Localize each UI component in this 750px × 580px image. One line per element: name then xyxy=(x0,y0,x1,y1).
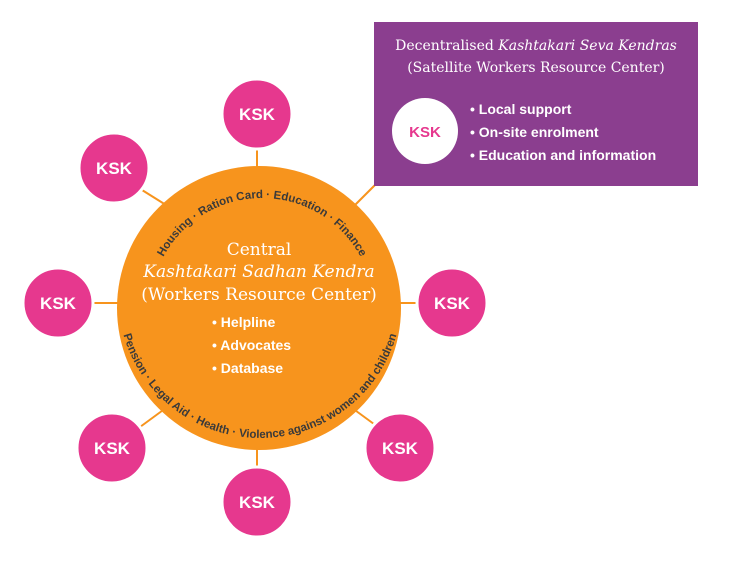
ksk-node-left: KSK xyxy=(21,266,95,340)
ksk-node-lower-left-circle xyxy=(75,411,149,485)
ksk-node-left-circle xyxy=(21,266,95,340)
ksk-node-left-label: KSK xyxy=(40,294,77,313)
hub-circle xyxy=(117,166,401,450)
ksk-node-right: KSK xyxy=(415,266,489,340)
satellite-bullet-3: • Education and information xyxy=(470,147,656,163)
hub-bullet-1-text: Helpline xyxy=(221,314,276,330)
ksk-node-bottom-circle xyxy=(220,465,294,539)
hub-bullet-2: • Advocates xyxy=(212,337,291,353)
ksk-node-upper-left-label: KSK xyxy=(96,159,133,178)
satellite-panel: Decentralised Kashtakari Seva Kendras (S… xyxy=(374,22,698,186)
satellite-panel-subtitle: (Satellite Workers Resource Center) xyxy=(407,60,665,76)
ksk-node-lower-right-circle xyxy=(363,411,437,485)
satellite-ksk-circle xyxy=(392,98,458,164)
ksk-node-lower-left-label: KSK xyxy=(94,439,131,458)
ksk-node-lower-right-label: KSK xyxy=(382,439,419,458)
ksk-node-lower-right: KSK xyxy=(363,411,437,485)
ksk-node-bottom: KSK xyxy=(220,465,294,539)
satellite-bullet-3-text: Education and information xyxy=(479,147,656,163)
hub-title-line2: Kashtakari Sadhan Kendra xyxy=(142,262,374,282)
ksk-node-bottom-label: KSK xyxy=(239,493,276,512)
satellite-bullet-1-text: Local support xyxy=(479,101,572,117)
hub-bullet-3-text: Database xyxy=(221,360,283,376)
central-hub: Housing · Ration Card · Education · Fina… xyxy=(117,166,401,450)
hub-bullet-2-text: Advocates xyxy=(220,337,291,353)
hub-bullet-1: • Helpline xyxy=(212,314,275,330)
ksk-node-right-circle xyxy=(415,266,489,340)
hub-title-line1: Central xyxy=(227,240,292,260)
ksk-node-upper-left-circle xyxy=(77,131,151,205)
satellite-title-italic: Kashtakari Seva Kendras xyxy=(497,38,677,54)
ksk-node-right-label: KSK xyxy=(434,294,471,313)
ksk-node-top: KSK xyxy=(220,77,294,151)
satellite-title-plain: Decentralised xyxy=(395,38,498,54)
ksk-node-upper-left: KSK xyxy=(77,131,151,205)
hub-title-line3: (Workers Resource Center) xyxy=(141,285,376,305)
ksk-node-top-label: KSK xyxy=(239,105,276,124)
satellite-bullet-2-text: On-site enrolment xyxy=(479,124,599,140)
satellite-bullet-2: • On-site enrolment xyxy=(470,124,599,140)
ksk-node-top-circle xyxy=(220,77,294,151)
satellite-bullet-1: • Local support xyxy=(470,101,572,117)
satellite-panel-title: Decentralised Kashtakari Seva Kendras xyxy=(395,38,677,54)
satellite-ksk-label: KSK xyxy=(409,124,441,141)
hub-bullet-3: • Database xyxy=(212,360,283,376)
ksk-node-lower-left: KSK xyxy=(75,411,149,485)
